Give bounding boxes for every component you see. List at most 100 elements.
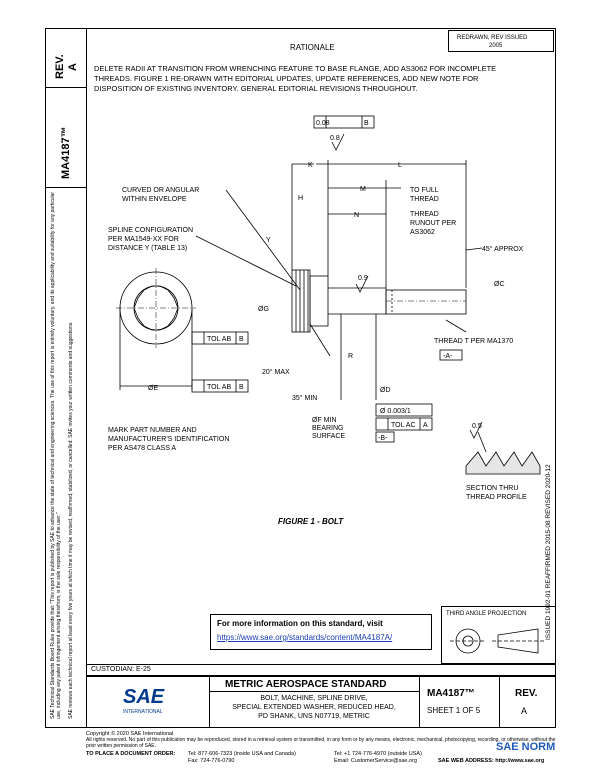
note-mark-3: PER AS478 CLASS A: [108, 445, 176, 452]
sidebar-doc-number: MA4187™: [60, 126, 72, 179]
rationale-line-2: THREADS. FIGURE 1 RE-DRAWN WITH EDITORIA…: [94, 74, 479, 83]
info-box-title: For more information on this standard, v…: [217, 619, 383, 628]
sidebar-legal-text-2: SAE reviews each technical report at lea…: [68, 321, 74, 719]
sidebar-legal-text-1: SAE Technical Standards Board Rules prov…: [50, 191, 62, 719]
note-runout-2: RUNOUT PER: [410, 220, 456, 227]
doc-number-cell: MA4187™ SHEET 1 OF 5: [419, 677, 500, 727]
dim-g: ØG: [258, 306, 269, 313]
note-full-thread-1: TO FULL: [410, 187, 439, 194]
standard-title: METRIC AEROSPACE STANDARD: [225, 679, 387, 690]
note-curved-1: CURVED OR ANGULAR: [122, 187, 199, 194]
datum-b-1: B: [239, 336, 244, 343]
bolt-head: [291, 269, 311, 333]
bolt-drawing: 0.08 B 0.8 K L H M N Y ØG ØC ØE R ØD 0.9…: [108, 115, 541, 526]
projection-symbol: [450, 628, 544, 654]
note-section-2: THREAD PROFILE: [466, 494, 527, 501]
projection-box: THIRD ANGLE PROJECTION: [441, 606, 556, 664]
rationale-title: RATIONALE: [290, 43, 335, 52]
info-box: For more information on this standard, v…: [210, 614, 432, 650]
note-35-min: 35° MIN: [292, 394, 317, 402]
note-45-approx: 45° APPROX: [482, 245, 524, 253]
note-runout-1: THREAD: [410, 211, 439, 218]
note-thread-t: THREAD T PER MA1370: [434, 338, 513, 345]
logo-cell: SAE INTERNATIONAL: [87, 677, 210, 727]
note-mark-2: MANUFACTURER'S IDENTIFICATION: [108, 436, 229, 443]
sae-logo-sub: INTERNATIONAL: [123, 709, 163, 715]
description-line-3: PD SHANK, UNS N07719, METRIC: [258, 713, 370, 720]
tol-ab-2: TOL AB: [207, 384, 231, 391]
datum-b-top: B: [364, 120, 369, 127]
revision-stamp: REDRAWN, REV ISSUED 2005: [448, 30, 554, 52]
note-full-thread-2: THREAD: [410, 196, 439, 203]
stamp-line-2: 2005: [489, 43, 503, 49]
footer-email[interactable]: Email: CustomerService@sae.org: [334, 758, 417, 764]
note-spline-1: SPLINE CONFIGURATION: [108, 227, 193, 234]
part-description: BOLT, MACHINE, SPLINE DRIVE, SPECIAL EXT…: [209, 694, 419, 721]
dim-y: Y: [266, 237, 271, 244]
projection-label: THIRD ANGLE PROJECTION: [446, 611, 527, 617]
figure-caption: FIGURE 1 - BOLT: [278, 517, 344, 526]
tol-ac: TOL AC: [391, 422, 416, 429]
rationale-text: DELETE RADII AT TRANSITION FROM WRENCHIN…: [94, 64, 496, 94]
footer-tel-1: Tel: 877-606-7323 (inside USA and Canada…: [188, 751, 296, 757]
footer-rights: All rights reserved. No part of this pub…: [86, 737, 556, 749]
description-cell: BOLT, MACHINE, SPLINE DRIVE, SPECIAL EXT…: [209, 691, 420, 727]
note-spline-3: DISTANCE Y (TABLE 13): [108, 245, 187, 252]
dim-n: N: [354, 212, 359, 219]
note-section-1: SECTION THRU: [466, 485, 518, 492]
datum-b-2: B: [239, 384, 244, 391]
datum-b-box: -B-: [378, 435, 388, 442]
custodian: CUSTODIAN: E-25: [91, 666, 151, 673]
spline-teeth: [133, 285, 179, 331]
sidebar-rev-value: A: [67, 63, 79, 71]
stamp-line-1: REDRAWN, REV ISSUED: [457, 35, 528, 41]
footer-order-label: TO PLACE A DOCUMENT ORDER:: [86, 751, 176, 757]
sidebar-rev-cell: [46, 29, 86, 88]
dim-d: ØD: [380, 387, 391, 394]
standard-title-cell: METRIC AEROSPACE STANDARD: [209, 677, 420, 692]
tol-008: 0.08: [316, 120, 330, 127]
sidebar-doc-cell: [46, 87, 86, 188]
tol-ab-1: TOL AB: [207, 336, 231, 343]
title-rev-label: REV.: [515, 688, 538, 699]
finish-09: 0.9: [358, 275, 368, 282]
note-spline-2: PER MA1549-XX FOR: [108, 236, 179, 243]
title-rev-value: A: [521, 706, 528, 716]
custodian-row: CUSTODIAN: E-25: [86, 664, 556, 676]
dim-c: ØC: [494, 281, 505, 288]
rev-cell: REV. A: [499, 677, 555, 727]
bolt-thread: [385, 289, 467, 315]
dim-m: M: [360, 186, 366, 193]
rationale-line-3: DISPOSITION OF EXISTING INVENTORY. GENER…: [94, 84, 418, 93]
tol-0003: Ø 0.003/1: [380, 408, 411, 415]
info-box-link[interactable]: https://www.sae.org/standards/content/MA…: [217, 633, 393, 642]
description-line-2: SPECIAL EXTENDED WASHER, REDUCED HEAD,: [232, 704, 396, 711]
sidebar-rev-label: REV.: [54, 54, 66, 79]
footer-web[interactable]: SAE WEB ADDRESS: http://www.sae.org: [438, 758, 545, 764]
bolt-washer: [309, 275, 329, 327]
footer-tel-2: Tel: +1 724-776-4970 (outside USA): [334, 751, 422, 757]
footer-copyright: Copyright © 2020 SAE International: [86, 731, 174, 737]
title-block: SAE INTERNATIONAL METRIC AEROSPACE STAND…: [86, 676, 556, 728]
sheet-number: SHEET 1 OF 5: [427, 706, 481, 715]
datum-a: A: [423, 422, 428, 429]
note-bearing-1: ØF MIN: [312, 417, 337, 424]
note-bearing-2: BEARING: [312, 425, 344, 432]
dim-h: H: [298, 195, 303, 202]
rationale-line-1: DELETE RADII AT TRANSITION FROM WRENCHIN…: [94, 64, 497, 73]
note-mark-1: MARK PART NUMBER AND: [108, 427, 197, 434]
bolt-shank: [328, 287, 387, 315]
footer-fax: Fax: 724-776-0790: [188, 758, 235, 764]
left-sidebar: REV. A MA4187™ SAE Technical Standards B…: [45, 28, 86, 728]
dim-r: R: [348, 353, 353, 360]
finish-08: 0.8: [330, 135, 340, 142]
datum-a-box: -A-: [443, 353, 453, 360]
dim-k: K: [308, 162, 313, 169]
note-runout-3: AS3062: [410, 229, 435, 236]
finish-05: 0.5: [472, 423, 482, 430]
sae-norm-watermark: SAE NORM: [496, 741, 556, 753]
description-line-1: BOLT, MACHINE, SPLINE DRIVE,: [260, 695, 368, 702]
note-20-max: 20° MAX: [262, 368, 290, 376]
dim-l: L: [398, 162, 402, 169]
title-doc-number: MA4187™: [427, 688, 475, 699]
